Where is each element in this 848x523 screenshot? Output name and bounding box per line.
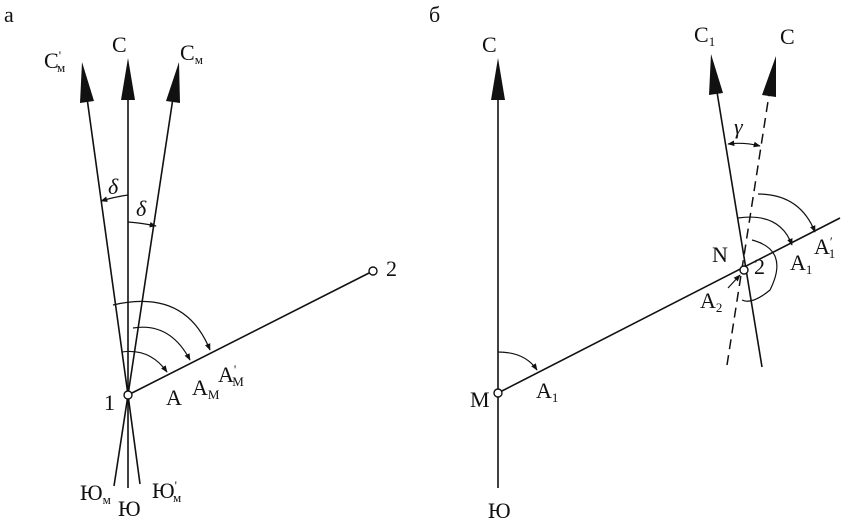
magnetic-south-prime-line [127, 394, 141, 485]
azimuth-a1-arc-m [497, 351, 538, 371]
panel-b: б С Ю M A1 С1 С γ N 2 A1 A′1 [429, 2, 841, 523]
meridian-c1-arrowhead [709, 54, 723, 95]
angle-a2-arrow [727, 274, 741, 289]
angle-a1-label: A1 [790, 250, 812, 277]
magnetic-south-line [113, 394, 129, 487]
angle-a2-label: A2 [700, 288, 722, 315]
azimuth-magnetic-arc [132, 326, 191, 361]
north-c-dashed-label: С [780, 24, 795, 49]
azimuth-a1-label-m: A1 [536, 378, 558, 405]
panel-b-label: б [429, 2, 440, 27]
magnetic-north-arrowhead [166, 62, 180, 103]
magnetic-north-prime-arrowhead [80, 62, 94, 103]
point-2-label: 2 [386, 256, 397, 281]
gamma-label: γ [734, 114, 744, 139]
convergence-arc [727, 140, 761, 148]
angle-a1-arc [737, 216, 793, 246]
angle-a1-prime-label: A′1 [814, 234, 835, 261]
magnetic-south-label: Юм [80, 480, 111, 507]
magnetic-meridian-prime-line [86, 97, 129, 396]
point-n-label: N [712, 242, 728, 267]
point-2-label-b: 2 [754, 254, 765, 279]
meridian-c1-line [716, 91, 763, 368]
point-2-marker [368, 266, 378, 276]
point-m-marker [493, 388, 503, 398]
meridian-c-dashed-line [726, 94, 770, 366]
azimuth-magnetic-label: AM [192, 375, 220, 402]
true-south-label: Ю [118, 496, 141, 521]
point-m-label: M [470, 387, 490, 412]
point-1-marker [123, 390, 133, 400]
line-1-2 [127, 270, 374, 396]
meridian-m-arrowhead [491, 58, 505, 100]
true-north-label: С [112, 32, 127, 57]
azimuth-magnetic-prime-arc [112, 300, 211, 351]
declination-arc-east [127, 221, 157, 228]
magnetic-south-prime-label: Ю'м [152, 478, 181, 505]
angle-a2-arc [741, 239, 778, 302]
line-m-n [497, 217, 841, 394]
panel-a: а С'м С См δ δ 1 2 A AM A' [4, 2, 397, 521]
panel-a-label: а [4, 2, 14, 27]
declination-arc-west [100, 194, 129, 202]
meridian-c-dashed-arrowhead [762, 56, 776, 97]
north-c1-label: С1 [694, 22, 715, 49]
declination-east-label: δ [136, 196, 147, 221]
angle-a1-prime-arc [757, 193, 816, 233]
azimuth-true-arc [121, 350, 168, 373]
magnetic-north-label: См [180, 40, 203, 67]
magnetic-meridian-line [127, 97, 174, 396]
north-label: С [482, 32, 497, 57]
azimuth-magnetic-prime-label: A'M [218, 362, 244, 389]
point-1-label: 1 [104, 390, 115, 415]
north-mag-prime-label: С'м [44, 48, 65, 75]
south-label: Ю [488, 498, 511, 523]
declination-west-label: δ [108, 174, 119, 199]
point-n-marker [739, 265, 749, 275]
true-north-arrowhead [121, 58, 135, 100]
azimuth-true-label: A [166, 385, 182, 410]
